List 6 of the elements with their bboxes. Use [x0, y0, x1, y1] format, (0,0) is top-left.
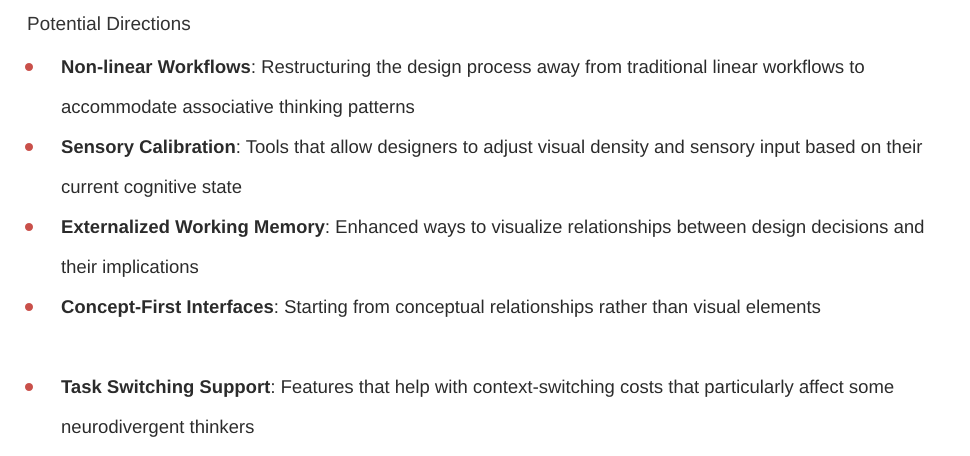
- list-heading: Potential Directions: [27, 14, 191, 36]
- bullet-item-text: Externalized Working Memory: Enhanced ways to visualize relationships between design decisions and their implications: [61, 215, 926, 279]
- bullet-item-text: Concept-First Interfaces: Starting from conceptual relationships rather than visual elements: [61, 295, 822, 319]
- bullet-item-text: Sensory Calibration: Tools that allow designers to adjust visual density and sensory input based on their current cognitive state: [61, 135, 924, 199]
- bullet-item-text: Task Switching Support: Features that help with context-switching costs that particularly affect some neurodivergent thinkers: [61, 375, 896, 439]
- bullet-item-text: Non-linear Workflows: Restructuring the design process away from traditional linear workflows to accommodate associative thinking patterns: [61, 55, 866, 119]
